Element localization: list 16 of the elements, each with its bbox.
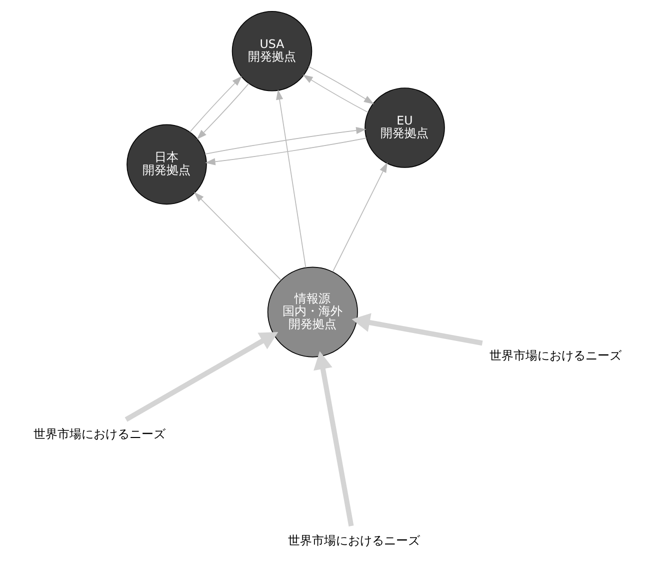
node-text: 世界市場におけるニーズ	[34, 426, 166, 441]
arrow	[276, 90, 306, 268]
arrow	[124, 332, 278, 422]
node-text: 世界市場におけるニーズ	[288, 534, 420, 548]
arrow	[314, 351, 354, 526]
node-circle: 情報源 国内・海外 開発拠点	[267, 266, 358, 358]
arrow	[308, 66, 374, 104]
arrow	[302, 74, 368, 113]
arrow	[204, 126, 366, 155]
arrow	[194, 192, 282, 280]
arrow	[332, 162, 388, 272]
arrow	[352, 313, 483, 346]
arrow	[189, 76, 242, 133]
arrow	[205, 138, 367, 166]
arrow	[196, 83, 250, 140]
node-text: 世界市場におけるニーズ	[489, 348, 622, 363]
